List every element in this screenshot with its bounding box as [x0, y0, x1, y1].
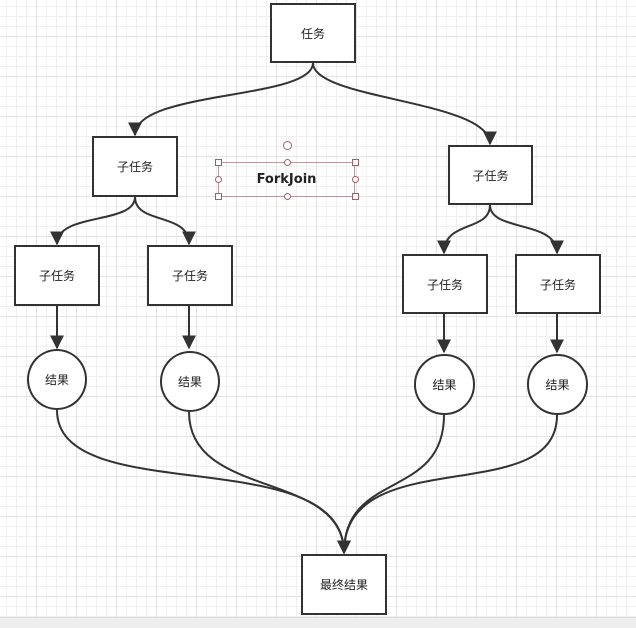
right-result-1-label: 结果 — [432, 378, 457, 392]
root-task-label: 任务 — [300, 26, 325, 41]
edge-result-3-to-final — [337, 414, 445, 555]
right-child-1-label: 子任务 — [426, 277, 463, 292]
right-child-2-node[interactable]: 子任务 — [515, 254, 601, 314]
resize-handle-top[interactable] — [284, 159, 291, 166]
final-result-node[interactable]: 最终结果 — [301, 554, 387, 615]
left-result-2-label: 结果 — [177, 375, 202, 389]
resize-handle-left[interactable] — [215, 176, 222, 183]
edge-root-to-left-subtask — [128, 62, 314, 137]
resize-handle-right[interactable] — [352, 176, 359, 183]
left-child-2-node[interactable]: 子任务 — [147, 245, 233, 306]
edge-result-2-to-final — [188, 411, 351, 555]
forkjoin-label: ForkJoin — [256, 172, 317, 187]
left-result-1-node[interactable]: 结果 — [27, 349, 87, 410]
right-child-2-label: 子任务 — [539, 277, 576, 292]
edge-left-subtask-to-child-2 — [134, 196, 196, 246]
left-child-1-node[interactable]: 子任务 — [14, 245, 100, 306]
final-result-label: 最终结果 — [319, 578, 368, 592]
root-task-node[interactable]: 任务 — [270, 3, 356, 63]
right-child-1-node[interactable]: 子任务 — [402, 254, 488, 314]
resize-handle-top-left[interactable] — [215, 159, 222, 166]
right-result-2-label: 结果 — [545, 378, 570, 392]
left-result-1-label: 结果 — [44, 373, 69, 387]
left-subtask-label: 子任务 — [116, 160, 153, 174]
left-subtask-node[interactable]: 子任务 — [92, 136, 178, 197]
resize-handle-bottom[interactable] — [284, 193, 291, 200]
edge-right-subtask-to-child-2 — [489, 204, 564, 255]
forkjoin-text-box[interactable]: ForkJoin — [218, 162, 355, 197]
edge-right-subtask-to-child-1 — [437, 204, 491, 255]
resize-handle-bottom-left[interactable] — [215, 193, 222, 200]
edge-result-1-to-final — [56, 409, 351, 555]
canvas-bottom-edge — [0, 617, 636, 628]
resize-handle-top-right[interactable] — [352, 159, 359, 166]
right-subtask-node[interactable]: 子任务 — [448, 145, 533, 205]
rotate-handle[interactable] — [283, 141, 292, 150]
left-child-1-label: 子任务 — [38, 269, 75, 283]
left-result-2-node[interactable]: 结果 — [160, 351, 220, 412]
right-result-1-node[interactable]: 结果 — [414, 354, 475, 415]
edge-result-4-to-final — [337, 414, 558, 555]
edge-root-to-right-subtask — [312, 62, 497, 146]
edge-left-subtask-to-child-1 — [50, 196, 136, 246]
right-result-2-node[interactable]: 结果 — [527, 354, 588, 415]
right-subtask-label: 子任务 — [472, 168, 509, 183]
resize-handle-bottom-right[interactable] — [352, 193, 359, 200]
left-child-2-label: 子任务 — [171, 269, 208, 283]
